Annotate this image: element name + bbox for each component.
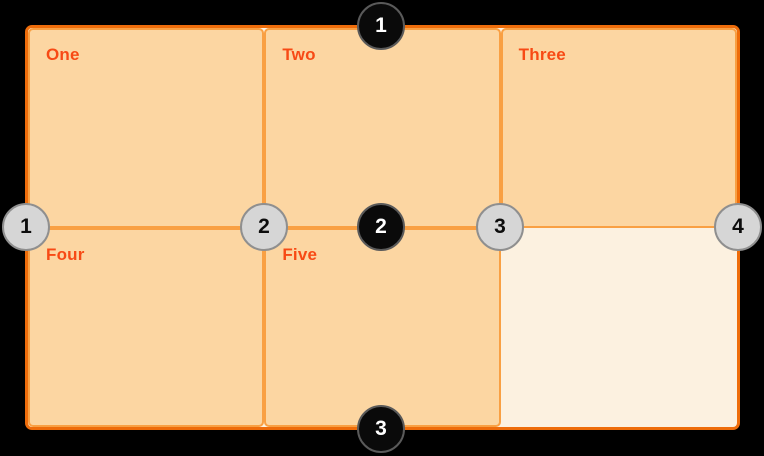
row-line-marker-2: 2 [357, 203, 405, 251]
column-line-marker-1: 1 [2, 203, 50, 251]
row-line-marker-1: 1 [357, 2, 405, 50]
row-line-marker-3: 3 [357, 405, 405, 453]
column-line-marker-2: 2 [240, 203, 288, 251]
grid-item-three: Three [500, 28, 737, 228]
grid-item-one: One [28, 28, 265, 228]
grid-item-four: Four [28, 227, 265, 427]
grid-item-five: Five [264, 227, 501, 427]
column-line-marker-4: 4 [714, 203, 762, 251]
grid-item-two: Two [264, 28, 501, 228]
column-line-marker-3: 3 [476, 203, 524, 251]
grid-empty-cell [501, 228, 737, 428]
grid-container: One Two Three Four Five [25, 25, 740, 430]
